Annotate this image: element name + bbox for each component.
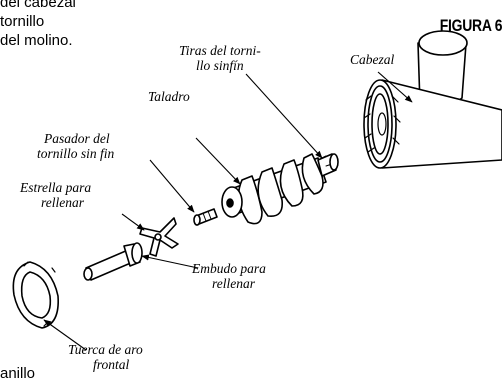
label-pasador-line-2: tornillo sin fin [37, 146, 115, 161]
figure-title: FIGURA 6 [439, 16, 502, 35]
label-embudo-line-1: Embudo para [192, 261, 266, 276]
label-taladro: Taladro [148, 89, 190, 104]
leader-taladro [195, 137, 241, 185]
ring-nut-part [12, 261, 59, 329]
leader-embudo [141, 254, 199, 269]
fragment-line-1: del cabezal [0, 0, 76, 11]
stuffing-star-part [139, 217, 179, 257]
leader-tuerca [43, 319, 87, 351]
leader-estrella [121, 213, 145, 231]
label-tuerca-line-1: Tuerca de aro [68, 342, 143, 357]
label-tuerca-line-2: frontal [93, 357, 130, 372]
label-cabezal: Cabezal [350, 52, 395, 67]
leader-cabezal [377, 71, 413, 103]
label-tiras-line-2: llo sinfín [196, 58, 244, 73]
auger-part [221, 153, 339, 225]
auger-pin-part [193, 208, 218, 226]
label-tiras-line-1: Tiras del torni- [179, 43, 261, 58]
label-estrella-line-1: Estrella para [20, 180, 92, 195]
label-pasador-line-1: Pasador del [44, 131, 110, 146]
label-estrella-line-2: rellenar [41, 195, 84, 210]
leader-pasador [149, 159, 195, 213]
fragment-line-3: del molino. [0, 32, 73, 49]
label-embudo-line-2: rellenar [212, 276, 255, 291]
stuffing-funnel-part [83, 242, 143, 281]
fragment-line-4: anillo [0, 365, 36, 382]
leader-tiras [245, 73, 323, 159]
fragment-line-2: tornillo [0, 13, 45, 30]
